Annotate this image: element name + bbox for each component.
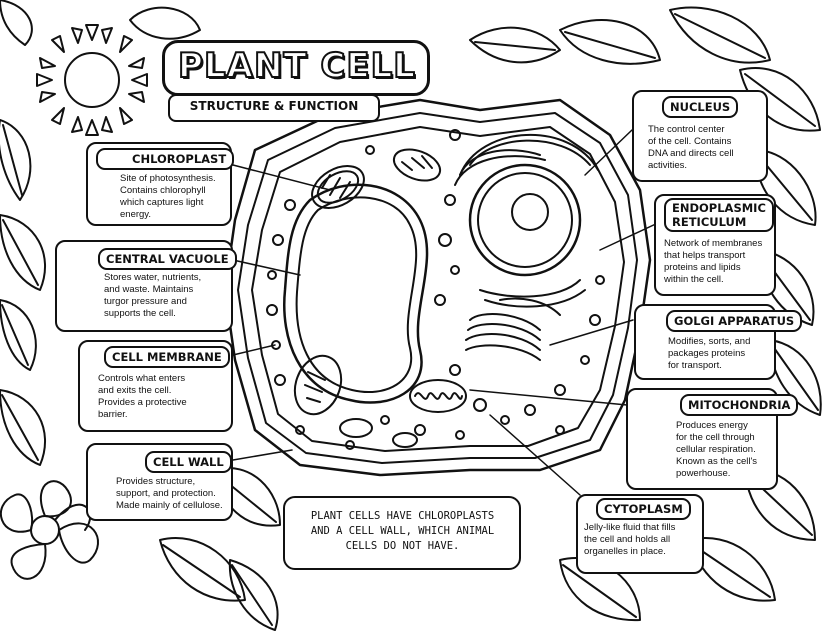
note-banner (283, 496, 521, 570)
cell-wall-outline (223, 98, 652, 477)
golgi-apparatus (465, 297, 561, 361)
nucleus (454, 149, 586, 308)
title-banner (162, 40, 430, 96)
page-title: PLANT CELL (177, 45, 416, 87)
central-vacuole (283, 183, 429, 404)
cytoplasm-label: CYTOPLASM (596, 498, 691, 520)
flower-icon (0, 480, 100, 580)
chloroplast-label: CHLOROPLAST (96, 148, 235, 170)
vacuole-description: Stores water, nutrients,and waste. Maint… (104, 272, 202, 319)
endoplasmic-reticulum (459, 133, 599, 176)
page-subtitle: STRUCTURE & FUNCTION (189, 99, 359, 113)
chloroplast-organelle (293, 148, 442, 416)
wall-label: CELL WALL (145, 451, 232, 473)
mitochondria-organelle (339, 379, 467, 448)
chloroplast-description: Site of photosynthesis.Contains chloroph… (120, 173, 216, 220)
membrane-label: CELL MEMBRANE (104, 346, 230, 368)
mito-label: MITOCHONDRIA (680, 394, 799, 416)
nucleus-label: NUCLEUS (662, 96, 739, 118)
golgi-label: GOLGI APPARATUS (666, 310, 803, 332)
leader-lines (232, 129, 661, 496)
vacuole-label: CENTRAL VACUOLE (98, 248, 237, 270)
wall-description: Provides structure,support, and protecti… (116, 476, 223, 511)
subtitle-banner (168, 94, 380, 122)
sun-icon (36, 24, 148, 136)
vesicles (266, 129, 605, 450)
